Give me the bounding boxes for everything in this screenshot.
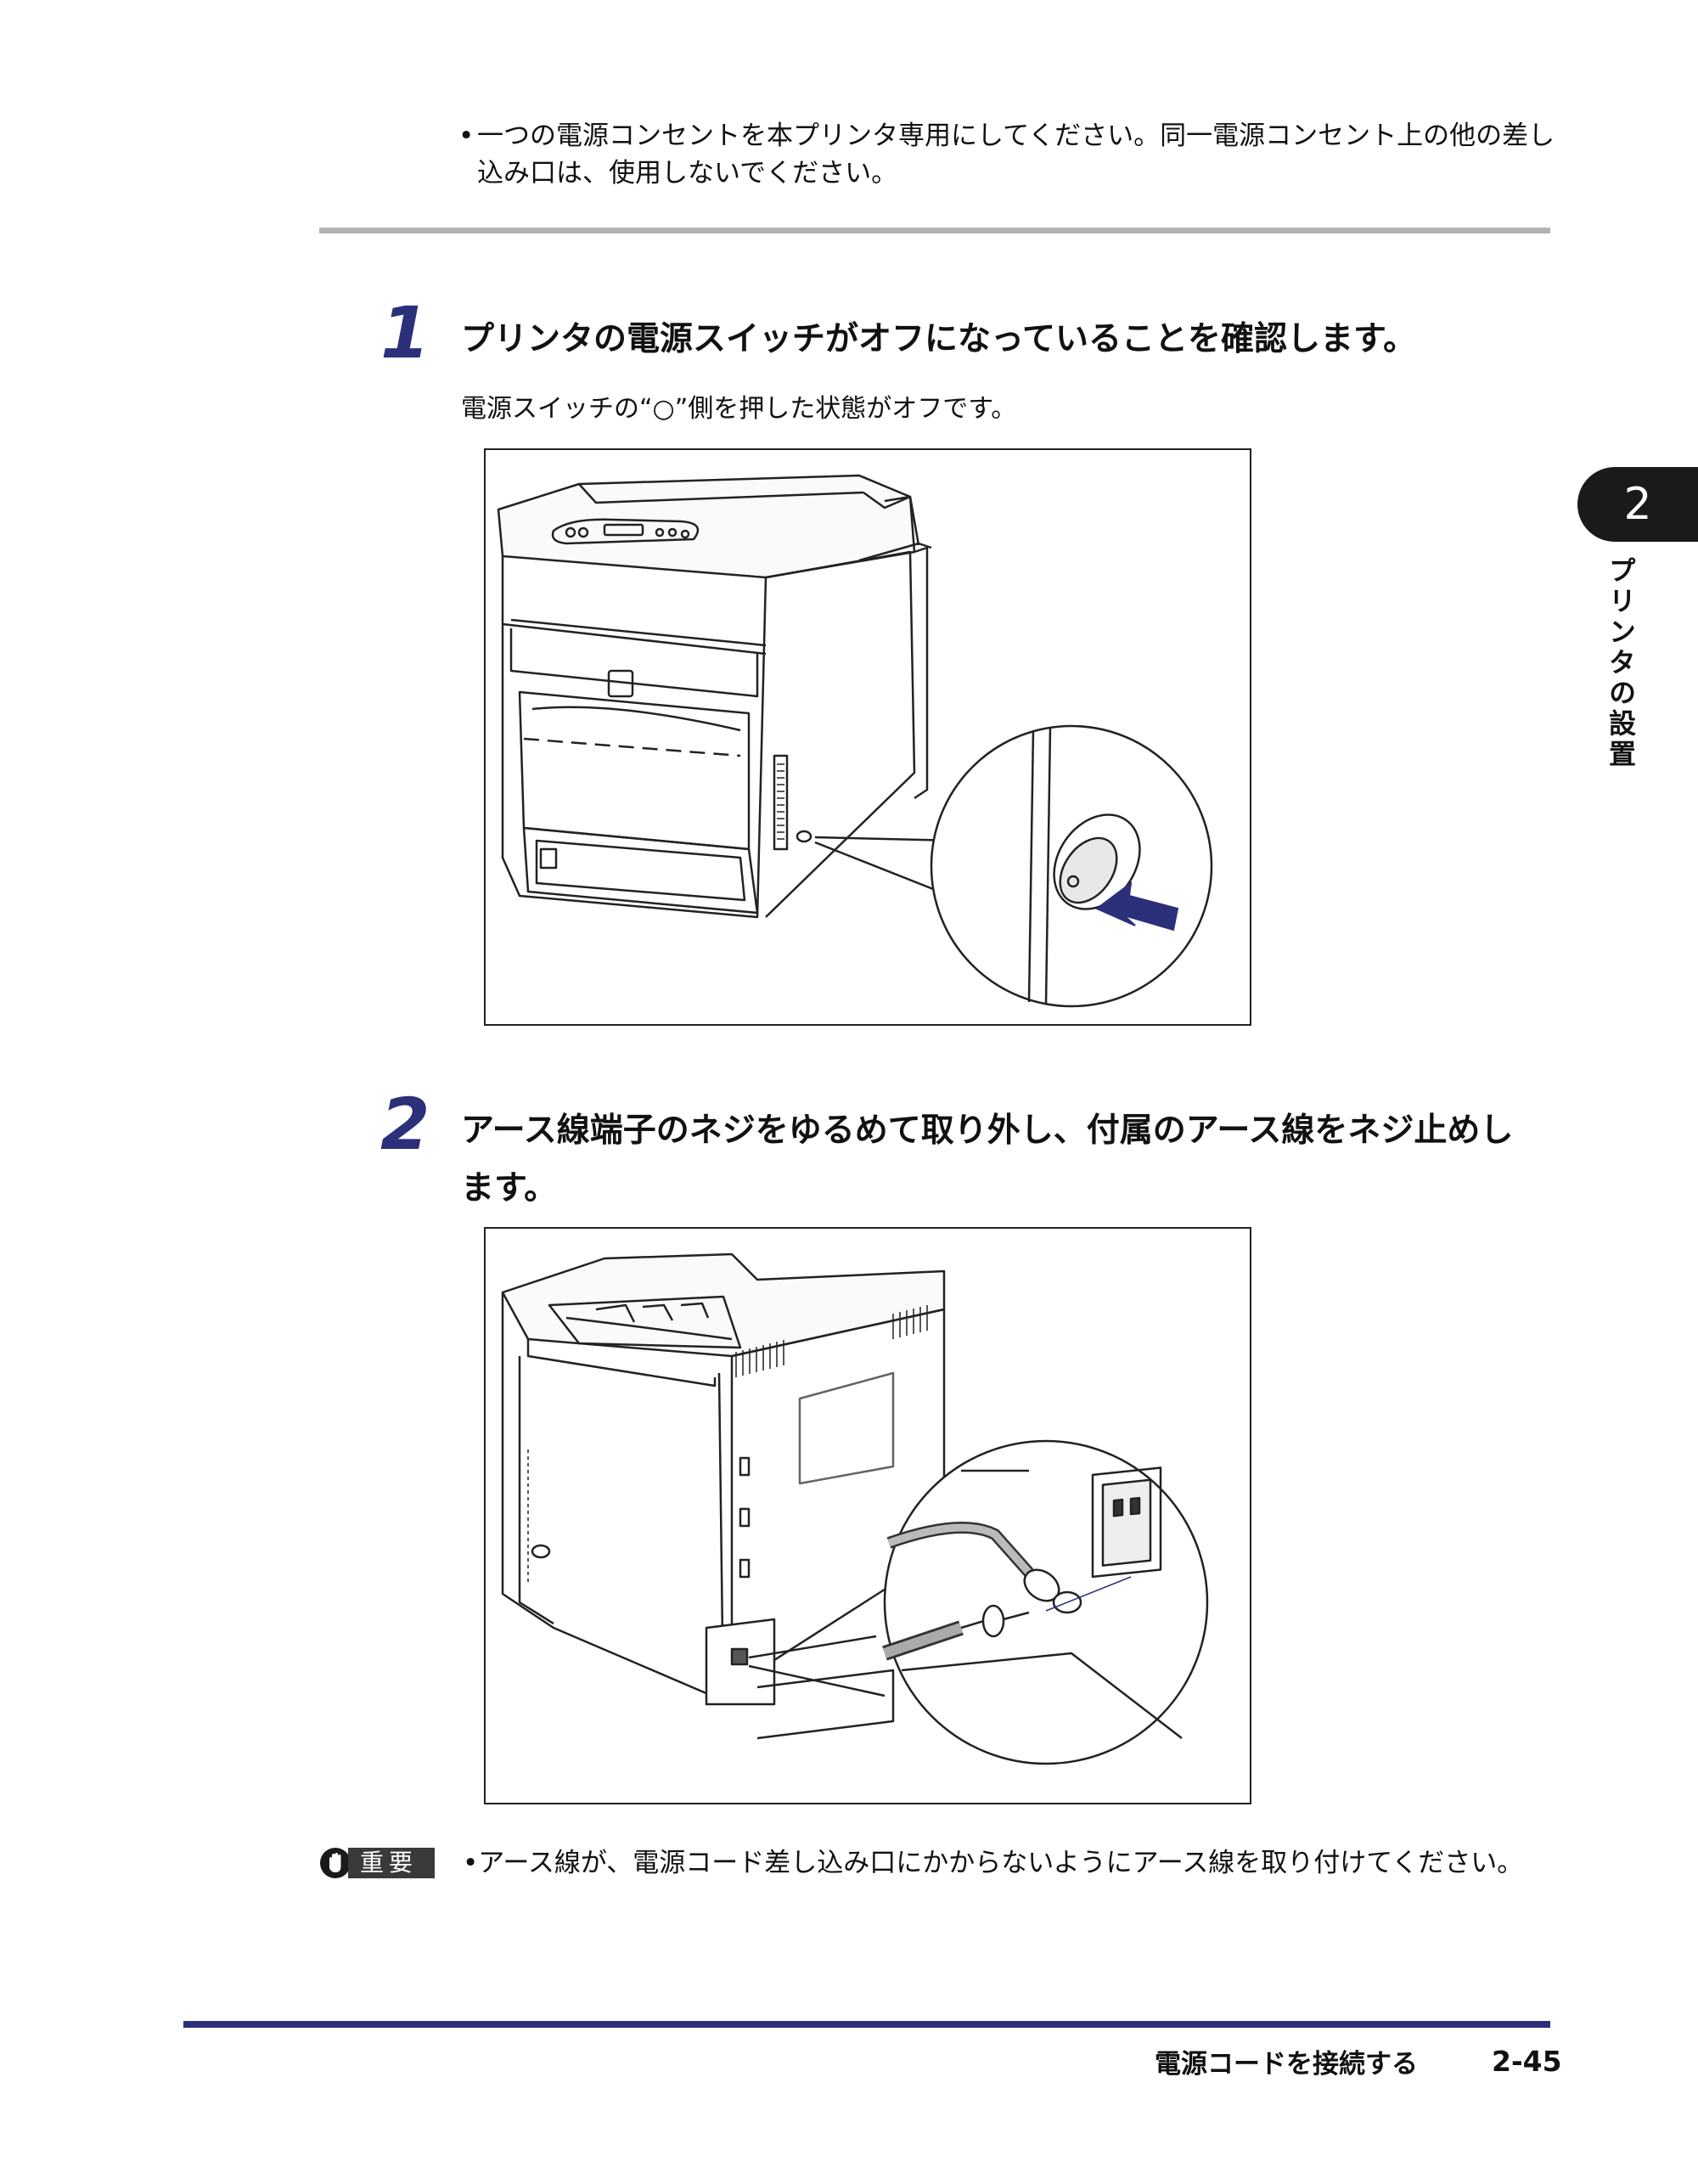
important-badge: 重要 [319,1847,436,1879]
bullet: • [463,1848,479,1878]
printer-front-illustration [497,474,1213,1008]
printer-rear-illustration [501,1252,1209,1765]
important-note: •アース線が、電源コード差し込み口にかからないようにアース線を取り付けてください… [463,1844,1566,1882]
bullet: • [458,121,475,151]
step-1-title: プリンタの電源スイッチがオフになっていることを確認します。 [461,320,1417,358]
chapter-title: プリンタの設置 [1605,556,1637,770]
figure-power-switch [484,448,1251,1026]
figure-ground-wire [484,1227,1251,1804]
caution-note: • 一つの電源コンセントを本プリンタ専用にしてください。同一電源コンセント上の他… [458,117,1562,192]
important-label: 重要 [348,1848,436,1878]
footer-divider [183,2021,1550,2028]
chapter-tab: 2 [1577,467,1698,542]
step-1-description: 電源スイッチの“○”側を押した状態がオフです。 [461,394,1017,424]
hand-stop-icon [320,1848,351,1878]
step-2-number: 2 [380,1083,430,1166]
step-2-title-line-1: アース線端子のネジをゆるめて取り外し、付属のアース線をネジ止めし [461,1112,1514,1150]
important-note-text: アース線が、電源コード差し込み口にかからないようにアース線を取り付けてください。 [478,1848,1524,1878]
step-1-number: 1 [380,291,430,374]
page-number: 2-45 [1492,2045,1562,2078]
step-2-title-line-2: ます。 [461,1169,558,1207]
footer-section-title: 電源コードを接続する [1155,2049,1418,2080]
section-divider [319,228,1550,234]
caution-note-text: 一つの電源コンセントを本プリンタ専用にしてください。同一電源コンセント上の他の差… [477,121,1555,189]
